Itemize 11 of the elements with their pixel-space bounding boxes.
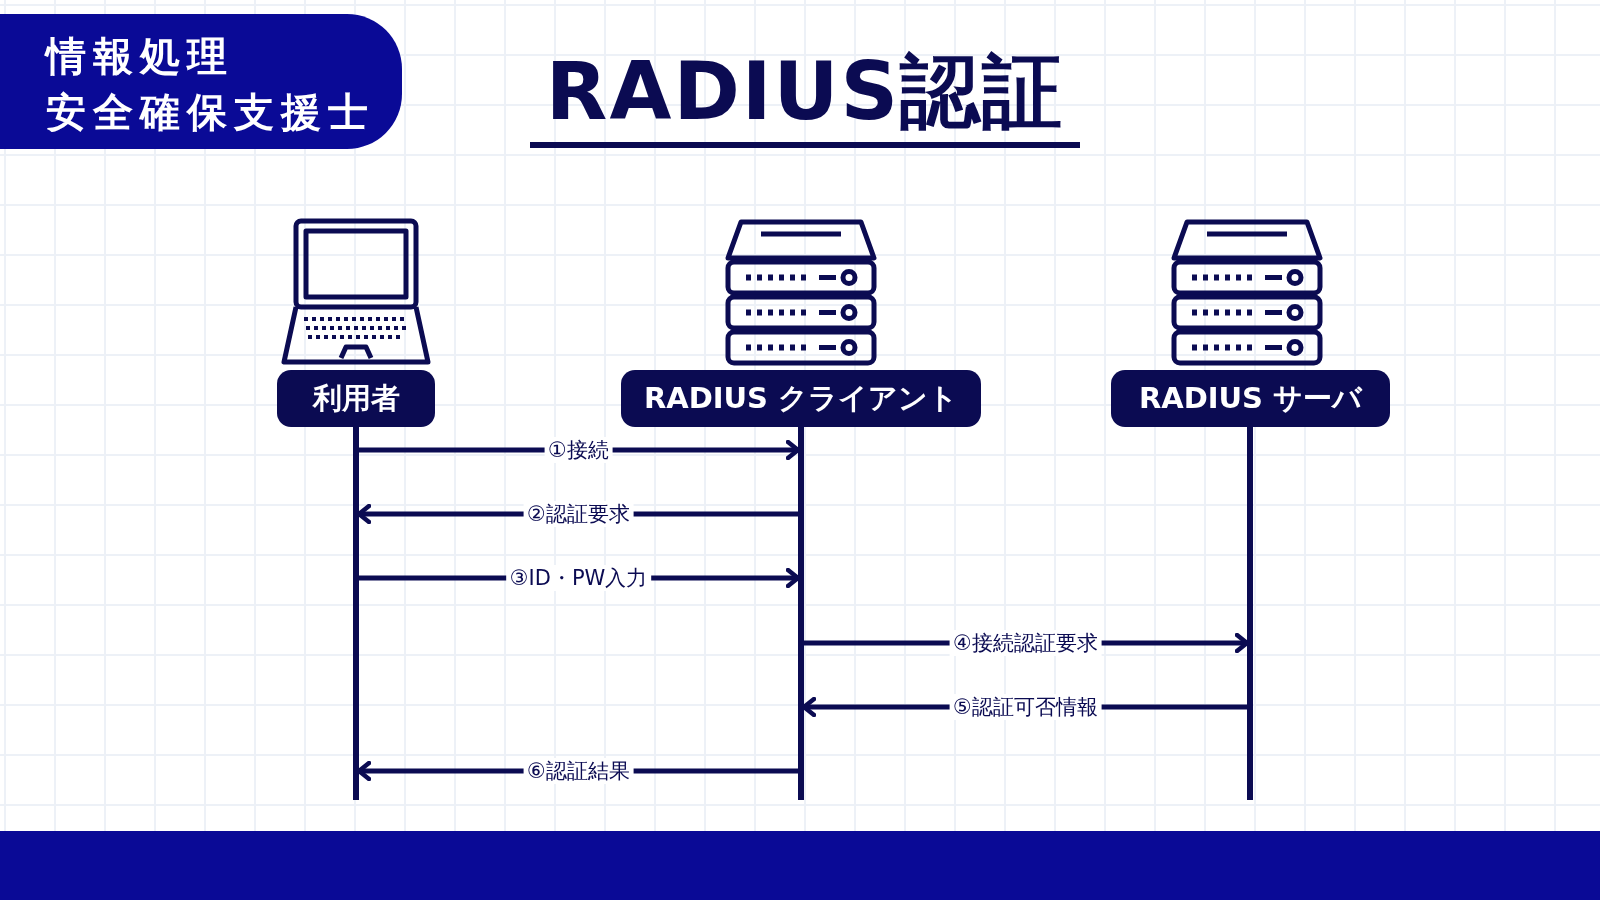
participant-box: RADIUS サーバ xyxy=(1111,370,1390,427)
edge-label: ③ID・PW入力 xyxy=(505,565,652,591)
edge-label: ⑤認証可否情報 xyxy=(949,694,1102,720)
edge-label: ①接続 xyxy=(544,437,613,463)
title-badge: 情報処理安全確保支援士 xyxy=(0,14,402,149)
edge-label: ②認証要求 xyxy=(523,501,634,527)
participant-box: 利用者 xyxy=(277,370,435,427)
edge-label: ⑥認証結果 xyxy=(523,758,634,784)
edge-label: ④接続認証要求 xyxy=(949,630,1102,656)
participant-box: RADIUS クライアント xyxy=(621,370,981,427)
title: RADIUS認証 xyxy=(530,42,1080,148)
